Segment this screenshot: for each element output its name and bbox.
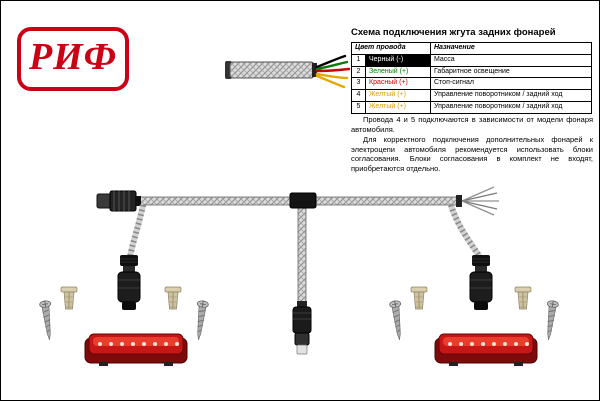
wire-number: 2 xyxy=(351,65,366,79)
yellow-wire xyxy=(315,72,349,80)
wire-purpose: Управление поворотником / задний ход xyxy=(430,89,592,102)
wiring-harness-illustration xyxy=(96,186,499,355)
wire-color-label: Желтый (+) xyxy=(365,89,431,102)
wire-purpose: Стоп-сигнал xyxy=(430,77,592,90)
stripped-cable-illustration xyxy=(225,54,351,89)
center-connector-icon xyxy=(292,301,312,355)
branch-connector-left-icon xyxy=(117,204,146,310)
wire-number: 4 xyxy=(351,89,366,102)
col-header-purpose: Назначение xyxy=(430,42,592,55)
page-title: Схема подключения жгута задних фонарей xyxy=(351,27,556,38)
wire-color-label: Красный (+) xyxy=(365,77,431,90)
col-header-wire-color: Цвет провода xyxy=(351,42,431,55)
left-end-connector-icon xyxy=(96,190,141,212)
yellow-wire xyxy=(315,74,346,89)
frayed-wire-ends-icon xyxy=(456,186,499,216)
branch-connector-right-icon xyxy=(448,204,493,310)
brand-logo: РИФ xyxy=(17,27,129,91)
brand-logo-text: РИФ xyxy=(28,36,118,78)
wire-number: 5 xyxy=(351,100,366,114)
t-junction-icon xyxy=(289,192,317,304)
red-wire xyxy=(315,67,351,73)
green-wire xyxy=(315,60,349,71)
wiring-table: Цвет провода Назначение 1 Черный (-) Мас… xyxy=(351,42,592,114)
wire-number: 1 xyxy=(351,53,366,67)
wire-number: 3 xyxy=(351,77,366,90)
wire-purpose: Управление поворотником / задний ход xyxy=(430,100,592,114)
table-header-row: Цвет провода Назначение xyxy=(351,42,592,55)
notes: Провода 4 и 5 подключаются в зависимости… xyxy=(351,115,593,175)
table-row: 2 Зеленый (+) Габаритное освещение xyxy=(351,65,592,79)
table-row: 5 Желтый (+) Управление поворотником / з… xyxy=(351,100,592,114)
note-paragraph: Для корректного подключения дополнительн… xyxy=(351,135,593,173)
wire-color-label: Зеленый (+) xyxy=(365,65,431,79)
wire-color-label: Желтый (+) xyxy=(365,100,431,114)
table-row: 4 Желтый (+) Управление поворотником / з… xyxy=(351,89,592,102)
wire-color-label: Черный (-) xyxy=(365,53,431,67)
wire-purpose: Габаритное освещение xyxy=(430,65,592,79)
table-row: 1 Черный (-) Масса xyxy=(351,53,592,67)
black-wire xyxy=(315,54,347,69)
note-paragraph: Провода 4 и 5 подключаются в зависимости… xyxy=(351,115,593,134)
wire-purpose: Масса xyxy=(430,53,592,67)
table-row: 3 Красный (+) Стоп-сигнал xyxy=(351,77,592,90)
